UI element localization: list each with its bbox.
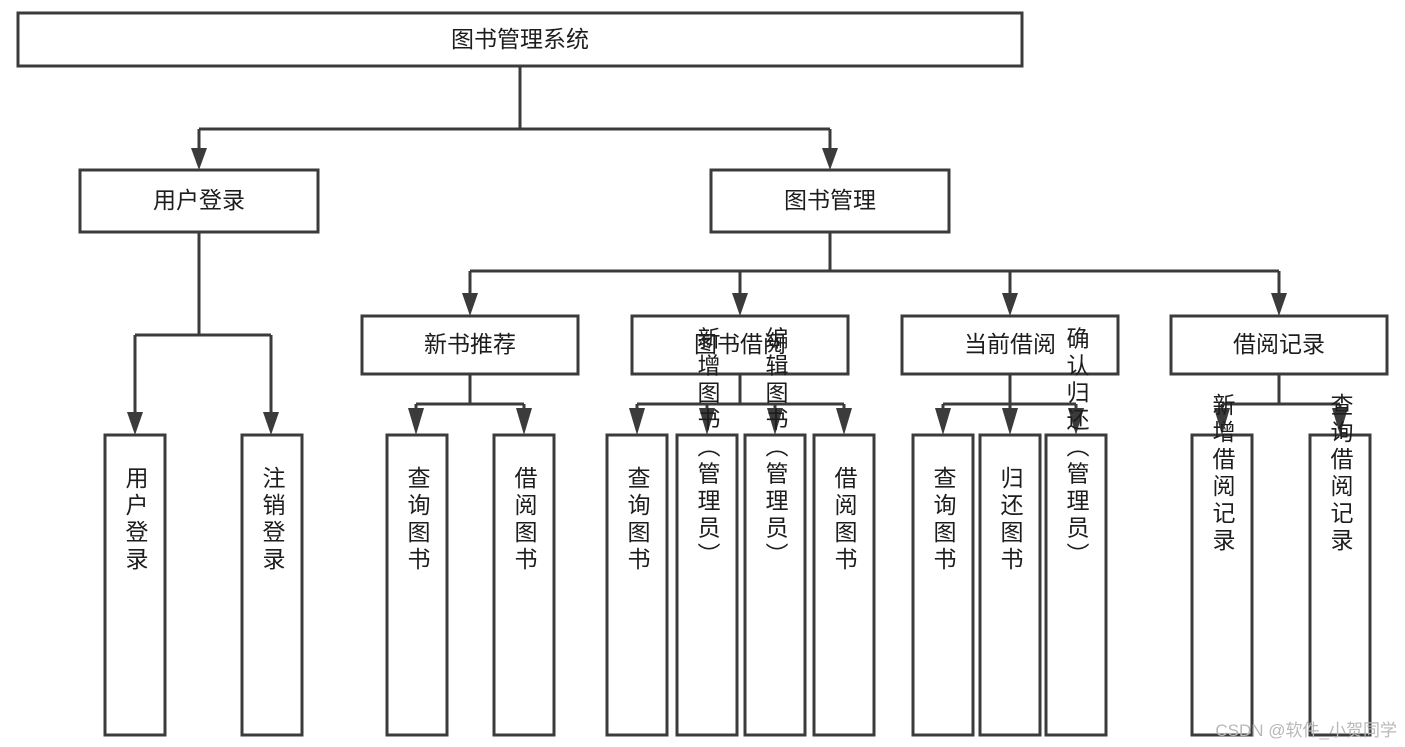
node-root[interactable]: 图书管理系统 (16, 11, 1024, 68)
node-current-borrow[interactable]: 当前借阅 (900, 314, 1120, 376)
node-current-borrow-box[interactable] (900, 314, 1120, 376)
node-book-management[interactable]: 图书管理 (709, 168, 951, 234)
node-leaf-query-book-1[interactable]: 查询图书 (385, 433, 449, 737)
arrow-currentborrow-leaf-3 (1068, 408, 1084, 435)
node-leaf-add-record-label: 新增借阅记录 (1209, 393, 1236, 555)
node-leaf-confirm-return-label: 确认归还（管理员） (1063, 327, 1090, 570)
arrow-root-to-book-management (822, 148, 838, 170)
arrow-bookmgmt-child-3 (1002, 293, 1018, 316)
node-book-borrow-box[interactable] (630, 314, 850, 376)
arrow-bookmgmt-child-2 (732, 293, 748, 316)
node-leaf-add-book-box[interactable] (675, 433, 739, 737)
node-user-login[interactable]: 用户登录 (78, 168, 320, 234)
node-leaf-user-login-box[interactable] (103, 433, 167, 737)
node-leaf-query-book-2-box[interactable] (605, 433, 669, 737)
arrow-bookborrow-leaf-1 (629, 408, 645, 435)
node-leaf-confirm-return[interactable]: 确认归还（管理员） (1044, 327, 1108, 737)
node-book-borrow-label: 图书借阅 (694, 331, 786, 357)
node-leaf-add-record[interactable]: 新增借阅记录 (1190, 393, 1254, 737)
node-leaf-borrow-book-2-label: 借阅图书 (831, 466, 858, 574)
arrow-userlogin-leaf-2 (263, 412, 279, 435)
node-leaf-query-book-3-box[interactable] (911, 433, 975, 737)
node-leaf-borrow-book-2[interactable]: 借阅图书 (812, 433, 876, 737)
arrow-root-to-user-login (191, 148, 207, 170)
node-leaf-query-record[interactable]: 查询借阅记录 (1308, 393, 1372, 737)
node-leaf-borrow-book-1-label: 借阅图书 (511, 466, 538, 574)
arrow-currentborrow-leaf-1 (935, 408, 951, 435)
node-leaf-logout-login-box[interactable] (240, 433, 304, 737)
node-leaf-borrow-book-1-box[interactable] (492, 433, 556, 737)
node-leaf-query-book-2[interactable]: 查询图书 (605, 433, 669, 737)
arrow-newbook-leaf-2 (516, 408, 532, 435)
node-user-login-box[interactable] (78, 168, 320, 234)
node-leaf-user-login-label: 用户登录 (122, 466, 149, 574)
node-leaf-return-book-label: 归还图书 (997, 466, 1024, 574)
node-leaf-edit-book[interactable]: 编辑图书（管理员） (743, 327, 807, 737)
arrow-bookmgmt-child-1 (462, 293, 478, 316)
node-leaf-borrow-book-2-box[interactable] (812, 433, 876, 737)
node-leaf-user-login[interactable]: 用户登录 (103, 433, 167, 737)
node-leaf-query-record-box[interactable] (1308, 433, 1372, 737)
node-book-management-box[interactable] (709, 168, 951, 234)
node-leaf-query-book-1-box[interactable] (385, 433, 449, 737)
node-leaf-edit-book-label: 编辑图书（管理员） (762, 327, 789, 570)
node-leaf-return-book-box[interactable] (978, 433, 1042, 737)
arrow-newbook-leaf-1 (408, 408, 424, 435)
node-user-login-label: 用户登录 (153, 187, 245, 213)
node-root-box[interactable] (16, 11, 1024, 68)
arrow-userlogin-leaf-1 (127, 412, 143, 435)
node-leaf-query-book-3-label: 查询图书 (930, 466, 957, 574)
node-leaf-add-book[interactable]: 新增图书（管理员） (675, 327, 739, 737)
arrow-bookborrow-leaf-4 (836, 408, 852, 435)
arrow-borrowrecord-leaf-1 (1214, 408, 1230, 435)
node-leaf-logout-login[interactable]: 注销登录 (240, 433, 304, 737)
arrow-borrowrecord-leaf-2 (1332, 408, 1348, 435)
node-new-book-recommend-box[interactable] (360, 314, 580, 376)
node-leaf-query-book-1-label: 查询图书 (404, 466, 431, 574)
node-book-management-label: 图书管理 (784, 187, 876, 213)
node-new-book-recommend[interactable]: 新书推荐 (360, 314, 580, 376)
node-borrow-record[interactable]: 借阅记录 (1169, 314, 1389, 376)
arrow-bookborrow-leaf-2 (699, 408, 715, 435)
node-leaf-edit-book-box[interactable] (743, 433, 807, 737)
node-leaf-logout-login-label: 注销登录 (259, 466, 286, 574)
node-root-label: 图书管理系统 (451, 26, 589, 52)
node-leaf-query-record-label: 查询借阅记录 (1327, 393, 1354, 555)
arrow-bookborrow-leaf-3 (767, 408, 783, 435)
node-new-book-recommend-label: 新书推荐 (424, 331, 516, 357)
node-current-borrow-label: 当前借阅 (964, 331, 1056, 357)
node-borrow-record-box[interactable] (1169, 314, 1389, 376)
arrow-bookmgmt-child-4 (1271, 293, 1287, 316)
node-leaf-query-book-3[interactable]: 查询图书 (911, 433, 975, 737)
node-leaf-return-book[interactable]: 归还图书 (978, 433, 1042, 737)
node-leaf-query-book-2-label: 查询图书 (624, 466, 651, 574)
node-book-borrow[interactable]: 图书借阅 (630, 314, 850, 376)
connector-layer (127, 66, 1348, 435)
node-borrow-record-label: 借阅记录 (1233, 331, 1325, 357)
node-leaf-add-book-label: 新增图书（管理员） (694, 327, 721, 570)
node-leaf-borrow-book-1[interactable]: 借阅图书 (492, 433, 556, 737)
node-leaf-confirm-return-box[interactable] (1044, 433, 1108, 737)
arrow-currentborrow-leaf-2 (1002, 408, 1018, 435)
node-leaf-add-record-box[interactable] (1190, 433, 1254, 737)
